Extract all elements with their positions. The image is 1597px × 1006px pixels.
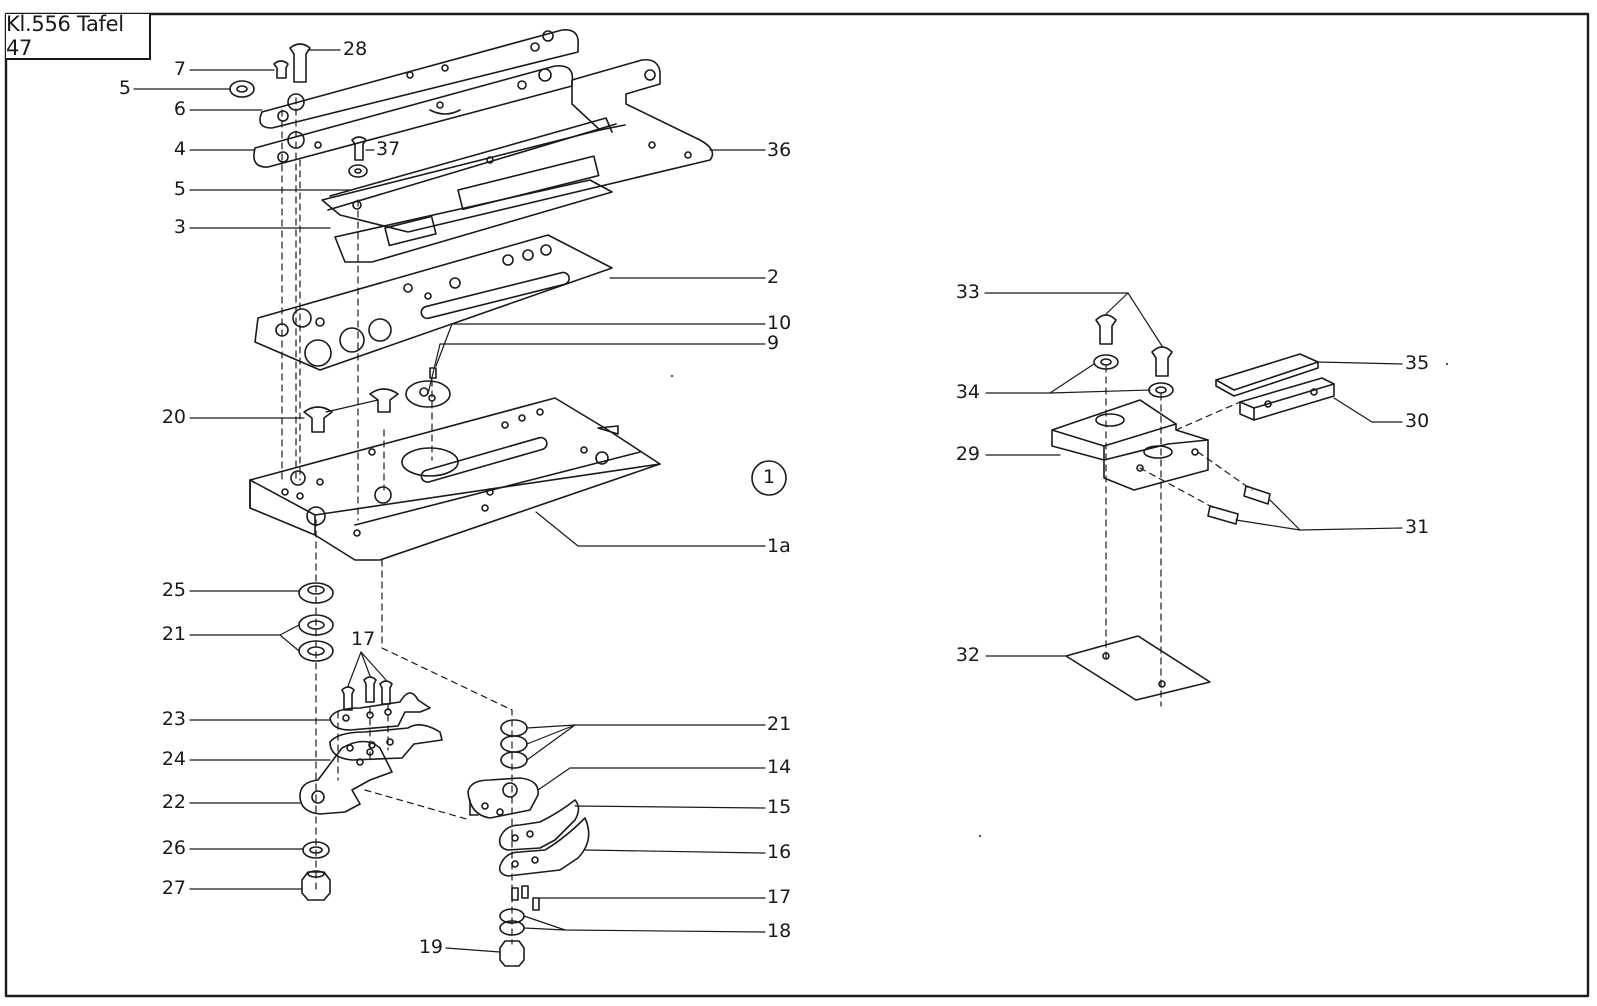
part-15-plate: [498, 799, 580, 851]
part-29-block: [1051, 399, 1209, 491]
callout-23: 23: [161, 708, 186, 730]
callout-33: 33: [955, 281, 980, 303]
callout-17: 17: [351, 628, 376, 650]
part-33-screw: [1095, 314, 1117, 345]
part-36-plate: [321, 58, 714, 233]
part-3-plate: [334, 179, 613, 263]
part-7-screw: [273, 60, 289, 79]
callout-17b: 17: [767, 886, 792, 908]
callout-2: 2: [767, 266, 780, 288]
part-20-screw-b: [369, 388, 399, 413]
callout-4: 4: [173, 138, 186, 160]
callout-35: 35: [1405, 352, 1430, 374]
callout-20: 20: [161, 406, 186, 428]
callout-36: 36: [767, 139, 792, 161]
callout-25: 25: [161, 579, 186, 601]
callout-31: 31: [1405, 516, 1430, 538]
callout-6: 6: [173, 98, 186, 120]
part-6-plate: [259, 29, 579, 129]
callout-9: 9: [767, 332, 780, 354]
part-31-setscrew-b: [1243, 485, 1271, 505]
callout-16: 16: [767, 841, 792, 863]
callout-29: 29: [955, 443, 980, 465]
view-marker-label: 1: [763, 466, 776, 488]
drawing-frame: [4, 12, 1590, 998]
part-2-plate: [254, 234, 613, 371]
callout-10: 10: [767, 312, 792, 334]
callout-30: 30: [1405, 410, 1430, 432]
part-23-plate: [329, 692, 431, 731]
callout-22: 22: [161, 791, 186, 813]
part-5-washer: [229, 80, 255, 98]
callout-7: 7: [173, 58, 186, 80]
view-marker-circle: [751, 460, 787, 496]
callout-21: 21: [161, 623, 186, 645]
part-28-screw: [289, 43, 311, 83]
part-5-washer-b: [348, 164, 368, 178]
callout-14: 14: [767, 756, 792, 778]
part-16-plate: [498, 817, 590, 877]
callout-1a: 1a: [767, 535, 791, 557]
callout-21b: 21: [767, 713, 792, 735]
callout-15: 15: [767, 796, 792, 818]
part-32-plate: [1065, 635, 1211, 701]
callout-5: 5: [118, 77, 131, 99]
part-9-disc: [405, 380, 451, 408]
plate-title: Kl.556 Tafel 47: [6, 12, 151, 60]
callout-19: 19: [418, 936, 443, 958]
callout-37: 37: [376, 138, 401, 160]
callout-27: 27: [161, 877, 186, 899]
callout-34: 34: [955, 381, 980, 403]
part-33-screw-b: [1151, 346, 1173, 377]
callout-28: 28: [343, 38, 368, 60]
part-19-nut: [499, 940, 525, 967]
part-20-screw: [303, 406, 333, 433]
callout-24: 24: [161, 748, 186, 770]
callout-18: 18: [767, 920, 792, 942]
part-31-setscrew: [1207, 505, 1239, 525]
callout-26: 26: [161, 837, 186, 859]
part-21-washer-c: [500, 719, 528, 737]
part-30-bar: [1239, 377, 1335, 421]
part-14-bracket: [467, 777, 539, 819]
callout-32: 32: [955, 644, 980, 666]
part-22-arm: [299, 740, 393, 815]
part-1a-plate: [249, 397, 661, 561]
callout-3: 3: [173, 216, 186, 238]
part-27-nut: [301, 871, 331, 901]
callout-5b: 5: [173, 178, 186, 200]
